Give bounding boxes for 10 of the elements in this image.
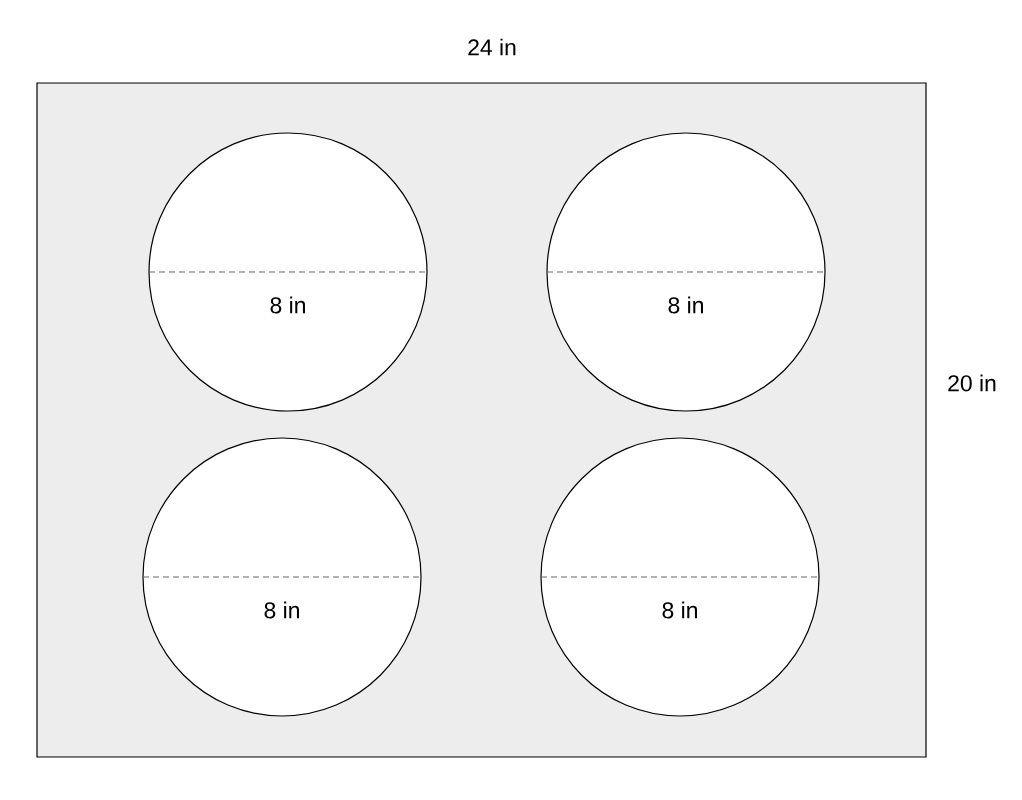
- dimension-label: 8 in: [270, 296, 305, 314]
- circle-shape: [546, 132, 826, 412]
- circle-shape: [142, 437, 422, 717]
- dimension-label: 24 in: [468, 38, 516, 56]
- dimension-label: 20 in: [948, 374, 996, 392]
- circle-shape: [540, 437, 820, 717]
- circle-shape: [148, 132, 428, 412]
- dimension-label: 8 in: [662, 601, 697, 619]
- dimension-label: 8 in: [668, 296, 703, 314]
- dimension-label: 8 in: [264, 601, 299, 619]
